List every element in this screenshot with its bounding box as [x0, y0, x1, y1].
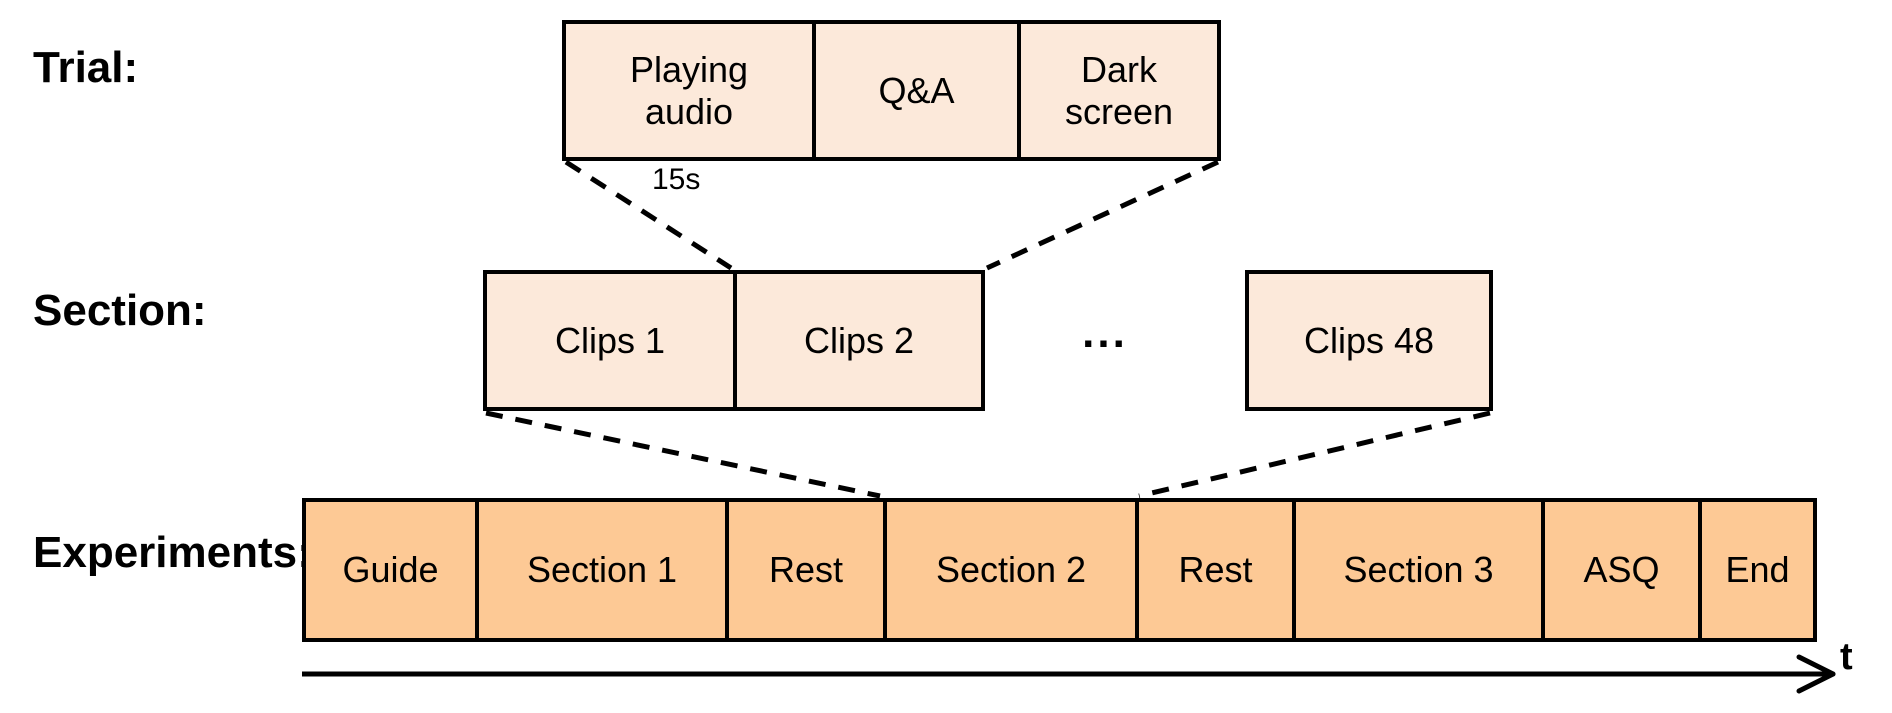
section-box-clips-2: Clips 2 — [733, 274, 981, 407]
section-ellipsis: ... — [1082, 308, 1128, 357]
dashed-connector-trial-left — [564, 159, 733, 271]
experiments-box-section-2: Section 2 — [883, 502, 1135, 638]
duration-note-15s: 15s — [652, 163, 701, 196]
trial-box-qa: Q&A — [812, 24, 1017, 157]
section-box-clips-48: Clips 48 — [1245, 270, 1493, 411]
experiments-box-section-1: Section 1 — [475, 502, 725, 638]
experiments-row: Guide Section 1 Rest Section 2 Rest Sect… — [302, 498, 1817, 642]
dashed-connector-section-left — [485, 410, 881, 499]
timeline-arrow — [302, 654, 1836, 694]
experiments-box-rest-1: Rest — [725, 502, 883, 638]
section-box-clips-1: Clips 1 — [487, 274, 733, 407]
dashed-connector-trial-right — [985, 159, 1220, 271]
trial-row: Playing audio Q&A Dark screen — [562, 20, 1221, 161]
experiments-box-asq: ASQ — [1541, 502, 1698, 638]
experiments-box-rest-2: Rest — [1135, 502, 1292, 638]
trial-box-playing-audio: Playing audio — [566, 24, 812, 157]
section-row-label: Section: — [33, 286, 207, 335]
trial-row-label: Trial: — [33, 43, 139, 92]
time-axis-label: t — [1840, 636, 1853, 678]
experiments-box-end: End — [1698, 502, 1813, 638]
experiments-row-label: Experiments: — [33, 528, 312, 577]
experiments-box-section-3: Section 3 — [1292, 502, 1541, 638]
experiments-box-guide: Guide — [306, 502, 475, 638]
trial-box-dark-screen: Dark screen — [1017, 24, 1217, 157]
section-row: Clips 1 Clips 2 — [483, 270, 985, 411]
dashed-connector-section-right — [1138, 410, 1491, 499]
